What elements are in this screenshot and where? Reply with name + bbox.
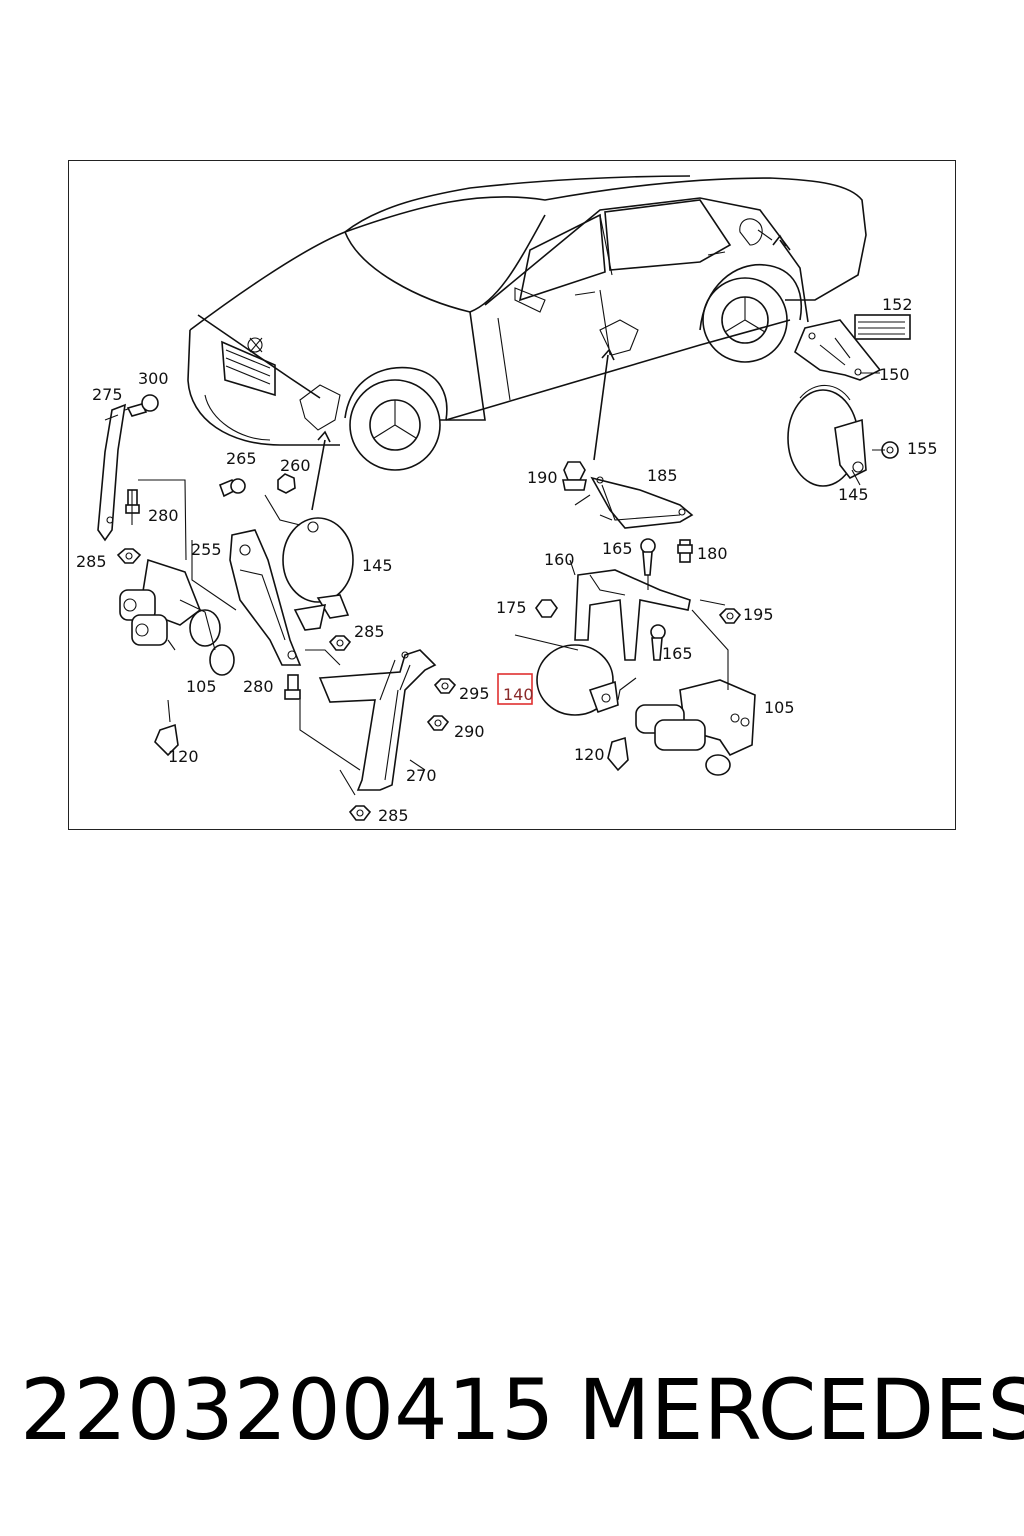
callout-165-top: 165 bbox=[602, 539, 633, 558]
callout-285-mid: 285 bbox=[354, 622, 385, 641]
callout-155: 155 bbox=[907, 439, 938, 458]
callout-280-top: 280 bbox=[148, 506, 179, 525]
callout-270: 270 bbox=[406, 766, 437, 785]
callout-145-right: 145 bbox=[838, 485, 869, 504]
parts-left-bracket bbox=[218, 473, 354, 666]
callout-150: 150 bbox=[879, 365, 910, 384]
parts-left-valve-block bbox=[119, 558, 235, 757]
callout-295: 295 bbox=[459, 684, 490, 703]
parts-center bbox=[535, 461, 756, 776]
callout-140: 140 bbox=[503, 685, 534, 704]
callout-145-left: 145 bbox=[362, 556, 393, 575]
part-number: 2203200415 bbox=[20, 1361, 555, 1459]
callout-285-bottom: 285 bbox=[378, 806, 409, 825]
callout-165-mid: 165 bbox=[662, 644, 693, 663]
callout-105-left: 105 bbox=[186, 677, 217, 696]
callout-285-left: 285 bbox=[76, 552, 107, 571]
parts-left-sensor bbox=[97, 394, 159, 564]
callout-labels: 152 150 155 145 300 275 265 260 280 285 … bbox=[76, 295, 938, 825]
callout-275: 275 bbox=[92, 385, 123, 404]
callout-260: 260 bbox=[280, 456, 311, 475]
callout-120-left: 120 bbox=[168, 747, 199, 766]
callout-152: 152 bbox=[882, 295, 913, 314]
parts-right-top bbox=[794, 314, 911, 381]
car-illustration bbox=[187, 175, 867, 471]
callout-290: 290 bbox=[454, 722, 485, 741]
callout-255: 255 bbox=[191, 540, 222, 559]
callout-185: 185 bbox=[647, 466, 678, 485]
callout-190: 190 bbox=[527, 468, 558, 487]
parts-right-accumulator bbox=[787, 384, 899, 487]
callout-180: 180 bbox=[697, 544, 728, 563]
callout-265: 265 bbox=[226, 449, 257, 468]
callout-280-bottom: 280 bbox=[243, 677, 274, 696]
callout-195: 195 bbox=[743, 605, 774, 624]
callout-300: 300 bbox=[138, 369, 169, 388]
callout-leaders bbox=[138, 372, 885, 796]
callout-175: 175 bbox=[496, 598, 527, 617]
leader-arrows bbox=[311, 234, 809, 511]
callout-160: 160 bbox=[544, 550, 575, 569]
brand-name: MERCEDES bbox=[578, 1361, 1024, 1459]
highlight-box bbox=[497, 673, 533, 705]
callout-120-right: 120 bbox=[574, 745, 605, 764]
diagram-frame bbox=[68, 160, 956, 830]
callout-105-right: 105 bbox=[764, 698, 795, 717]
parts-left-bottom-bracket bbox=[284, 649, 457, 821]
